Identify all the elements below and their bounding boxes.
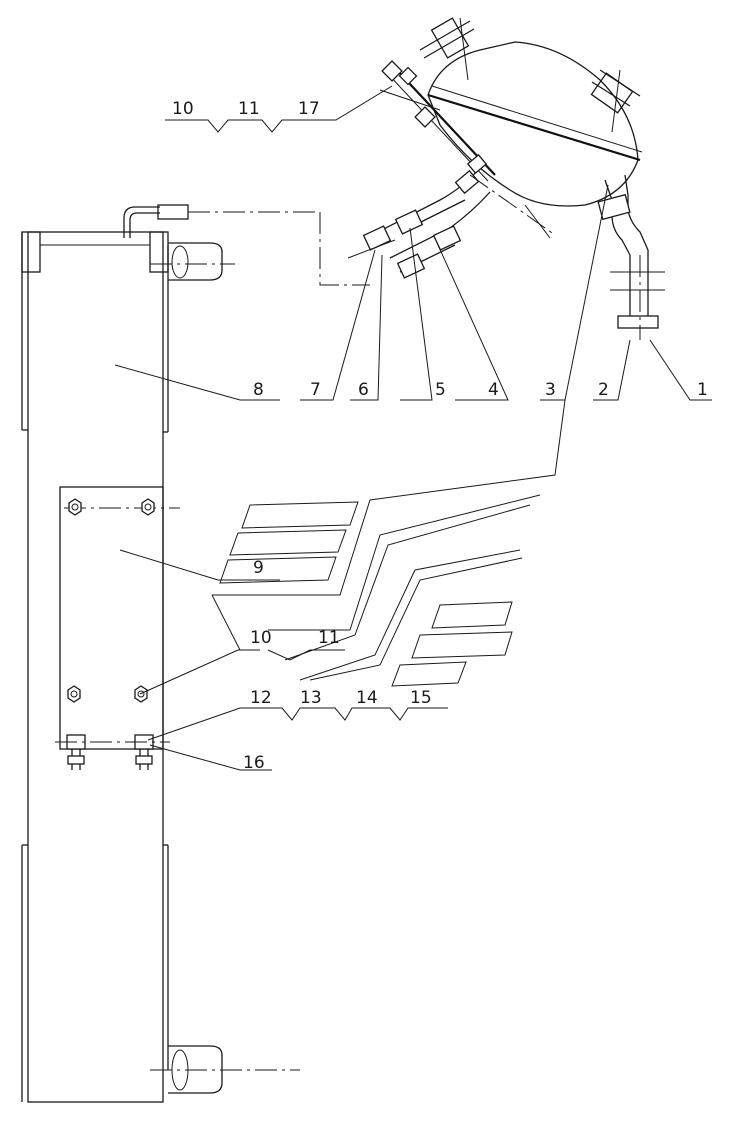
- label-12: 12: [250, 688, 272, 708]
- label-2: 2: [598, 380, 609, 400]
- filler-cap: [419, 17, 475, 81]
- tank-outlet-pipe: [597, 174, 665, 340]
- label-4: 4: [488, 380, 499, 400]
- label-7: 7: [310, 380, 321, 400]
- radiator: [21, 204, 370, 1103]
- tank-lower-hose: [347, 153, 556, 279]
- label-16: 16: [243, 753, 265, 773]
- leader-lines: [114, 85, 712, 771]
- label-17: 17: [298, 99, 320, 119]
- expansion-tank: [347, 17, 665, 340]
- label-9: 9: [253, 558, 264, 578]
- label-13: 13: [300, 688, 322, 708]
- label-11-top: 11: [238, 99, 260, 119]
- pressure-cap: [590, 69, 641, 133]
- label-plates: [219, 501, 513, 687]
- label-15: 15: [410, 688, 432, 708]
- upper-inlet-pipe: [150, 242, 235, 281]
- label-10-bottom: 10: [250, 628, 272, 648]
- label-10-top: 10: [172, 99, 194, 119]
- label-3: 3: [545, 380, 556, 400]
- label-1: 1: [697, 380, 708, 400]
- label-14: 14: [356, 688, 378, 708]
- part-number-labels: 10 11 17 8 7 6 5 4 3 2 1 9 10 11 12 13 1…: [172, 99, 708, 773]
- label-6: 6: [358, 380, 369, 400]
- mounting-plate: [55, 486, 180, 770]
- label-5: 5: [435, 380, 446, 400]
- label-11-bottom: 11: [318, 628, 340, 648]
- radiator-frame: [27, 231, 164, 1103]
- vent-tube: [123, 204, 370, 286]
- label-8: 8: [253, 380, 264, 400]
- lower-outlet-pipe: [150, 1045, 300, 1094]
